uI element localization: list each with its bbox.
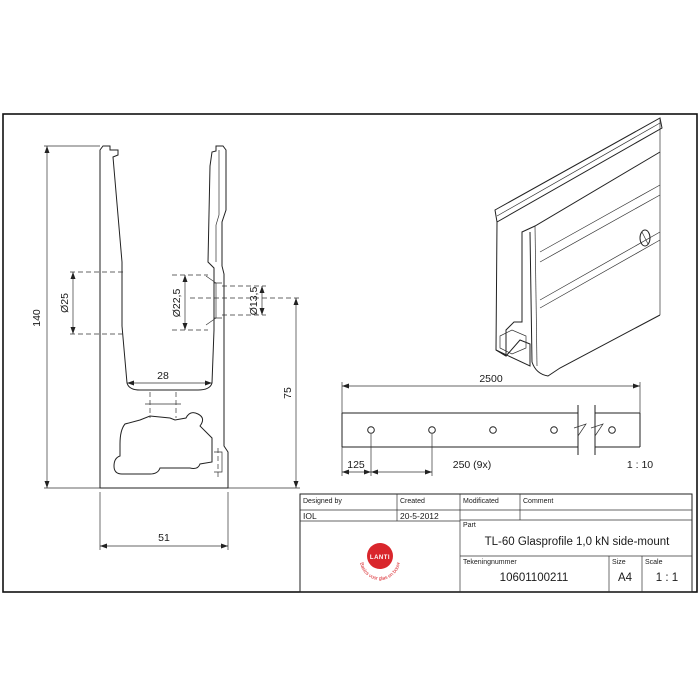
profile-cross-section	[70, 145, 300, 489]
size-value: A4	[618, 572, 633, 584]
dim-height-total: 140	[31, 309, 43, 327]
dim-length: 2500	[479, 373, 503, 385]
created-label: Created	[400, 498, 425, 505]
dim-height-lower: 75	[282, 387, 294, 399]
dim-edge: 125	[347, 459, 365, 471]
logo-disc	[367, 543, 393, 569]
dim-width-total: 51	[158, 532, 170, 544]
part-value: TL-60 Glasprofile 1,0 kN side-mount	[485, 536, 671, 548]
dim-spacing: 250 (9x)	[453, 459, 492, 471]
created-value: 20-5-2012	[400, 511, 439, 521]
scale-label: Scale	[645, 559, 663, 566]
designed-by-label: Designed by	[303, 498, 342, 505]
logo-text: LANTI	[370, 555, 390, 561]
dim-bore-right: Ø13,5	[248, 287, 260, 316]
comment-label: Comment	[523, 498, 553, 505]
part-label: Part	[463, 522, 476, 529]
dim-inner-width: 28	[157, 370, 169, 382]
dim-bore-chamfer: Ø22,5	[171, 289, 183, 318]
profile-isometric-view	[494, 117, 663, 377]
side-view-scale: 1 : 10	[627, 459, 653, 471]
profile-side-view	[341, 382, 641, 476]
size-label: Size	[612, 559, 626, 566]
drawing-number-label: Tekeningnummer	[463, 559, 517, 566]
modificated-label: Modificated	[463, 498, 499, 505]
dim-bore-left: Ø25	[59, 293, 71, 313]
scale-value: 1 : 1	[656, 572, 678, 584]
title-block	[299, 493, 693, 593]
lanti-logo: LANTI Basics voor glas en bouw	[358, 543, 402, 582]
designed-by-value: IOL	[303, 511, 317, 521]
profile-dimensions	[44, 145, 300, 550]
drawing-number-value: 10601100211	[500, 572, 569, 584]
